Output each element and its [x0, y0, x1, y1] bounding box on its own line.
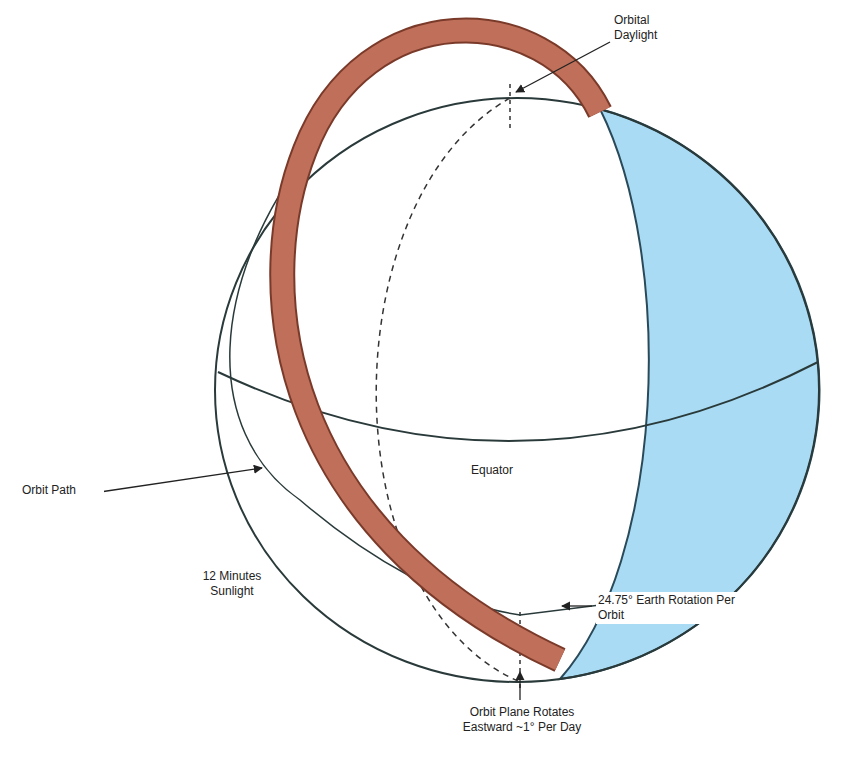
axis [509, 84, 511, 130]
annotation-label: 24.75° Earth Rotation Per Orbit [596, 592, 750, 624]
orbit-band [282, 30, 600, 660]
leader-line [100, 468, 262, 492]
annotation-label: 12 Minutes Sunlight [190, 568, 274, 600]
leader-line [519, 672, 520, 700]
annotation-label: Orbit Plane Rotates Eastward ~1° Per Day [455, 704, 589, 736]
leader-line [516, 42, 610, 92]
orbit-band [282, 30, 600, 660]
annotation-label: Equator [455, 462, 529, 479]
annotation-label: Orbit Path [20, 482, 104, 499]
night-side [560, 109, 820, 679]
leader-line [562, 605, 592, 606]
annotation-label: Orbital Daylight [612, 12, 696, 44]
